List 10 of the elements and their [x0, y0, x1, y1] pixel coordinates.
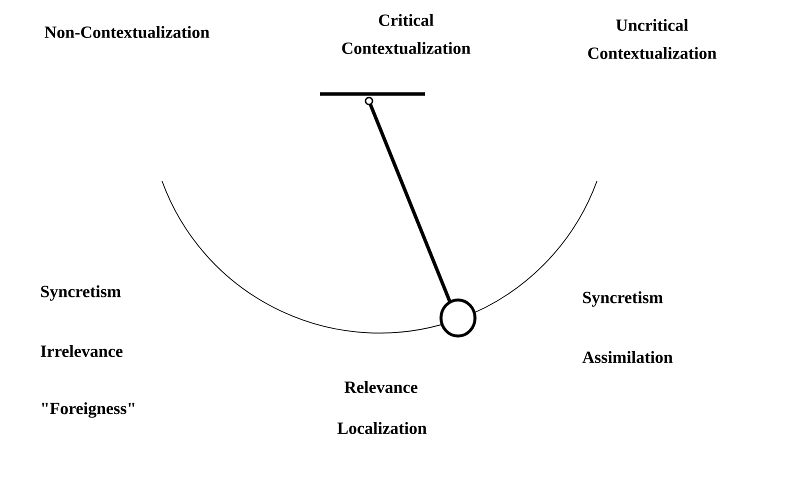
label-text: Syncretism	[583, 291, 663, 307]
label-text: Relevance	[344, 381, 418, 393]
label-text: Non-Contextualization	[44, 26, 210, 38]
label-text: Irrelevance	[40, 345, 123, 357]
label-text: Uncritical Contextualization	[588, 19, 716, 59]
label-text: Syncretism	[41, 285, 121, 301]
label-text: "Foreigness"	[42, 402, 134, 418]
label-text: Localization	[337, 422, 427, 434]
label-text: Critical Contextualization	[342, 14, 470, 54]
label-text: Assimilation	[582, 351, 673, 363]
